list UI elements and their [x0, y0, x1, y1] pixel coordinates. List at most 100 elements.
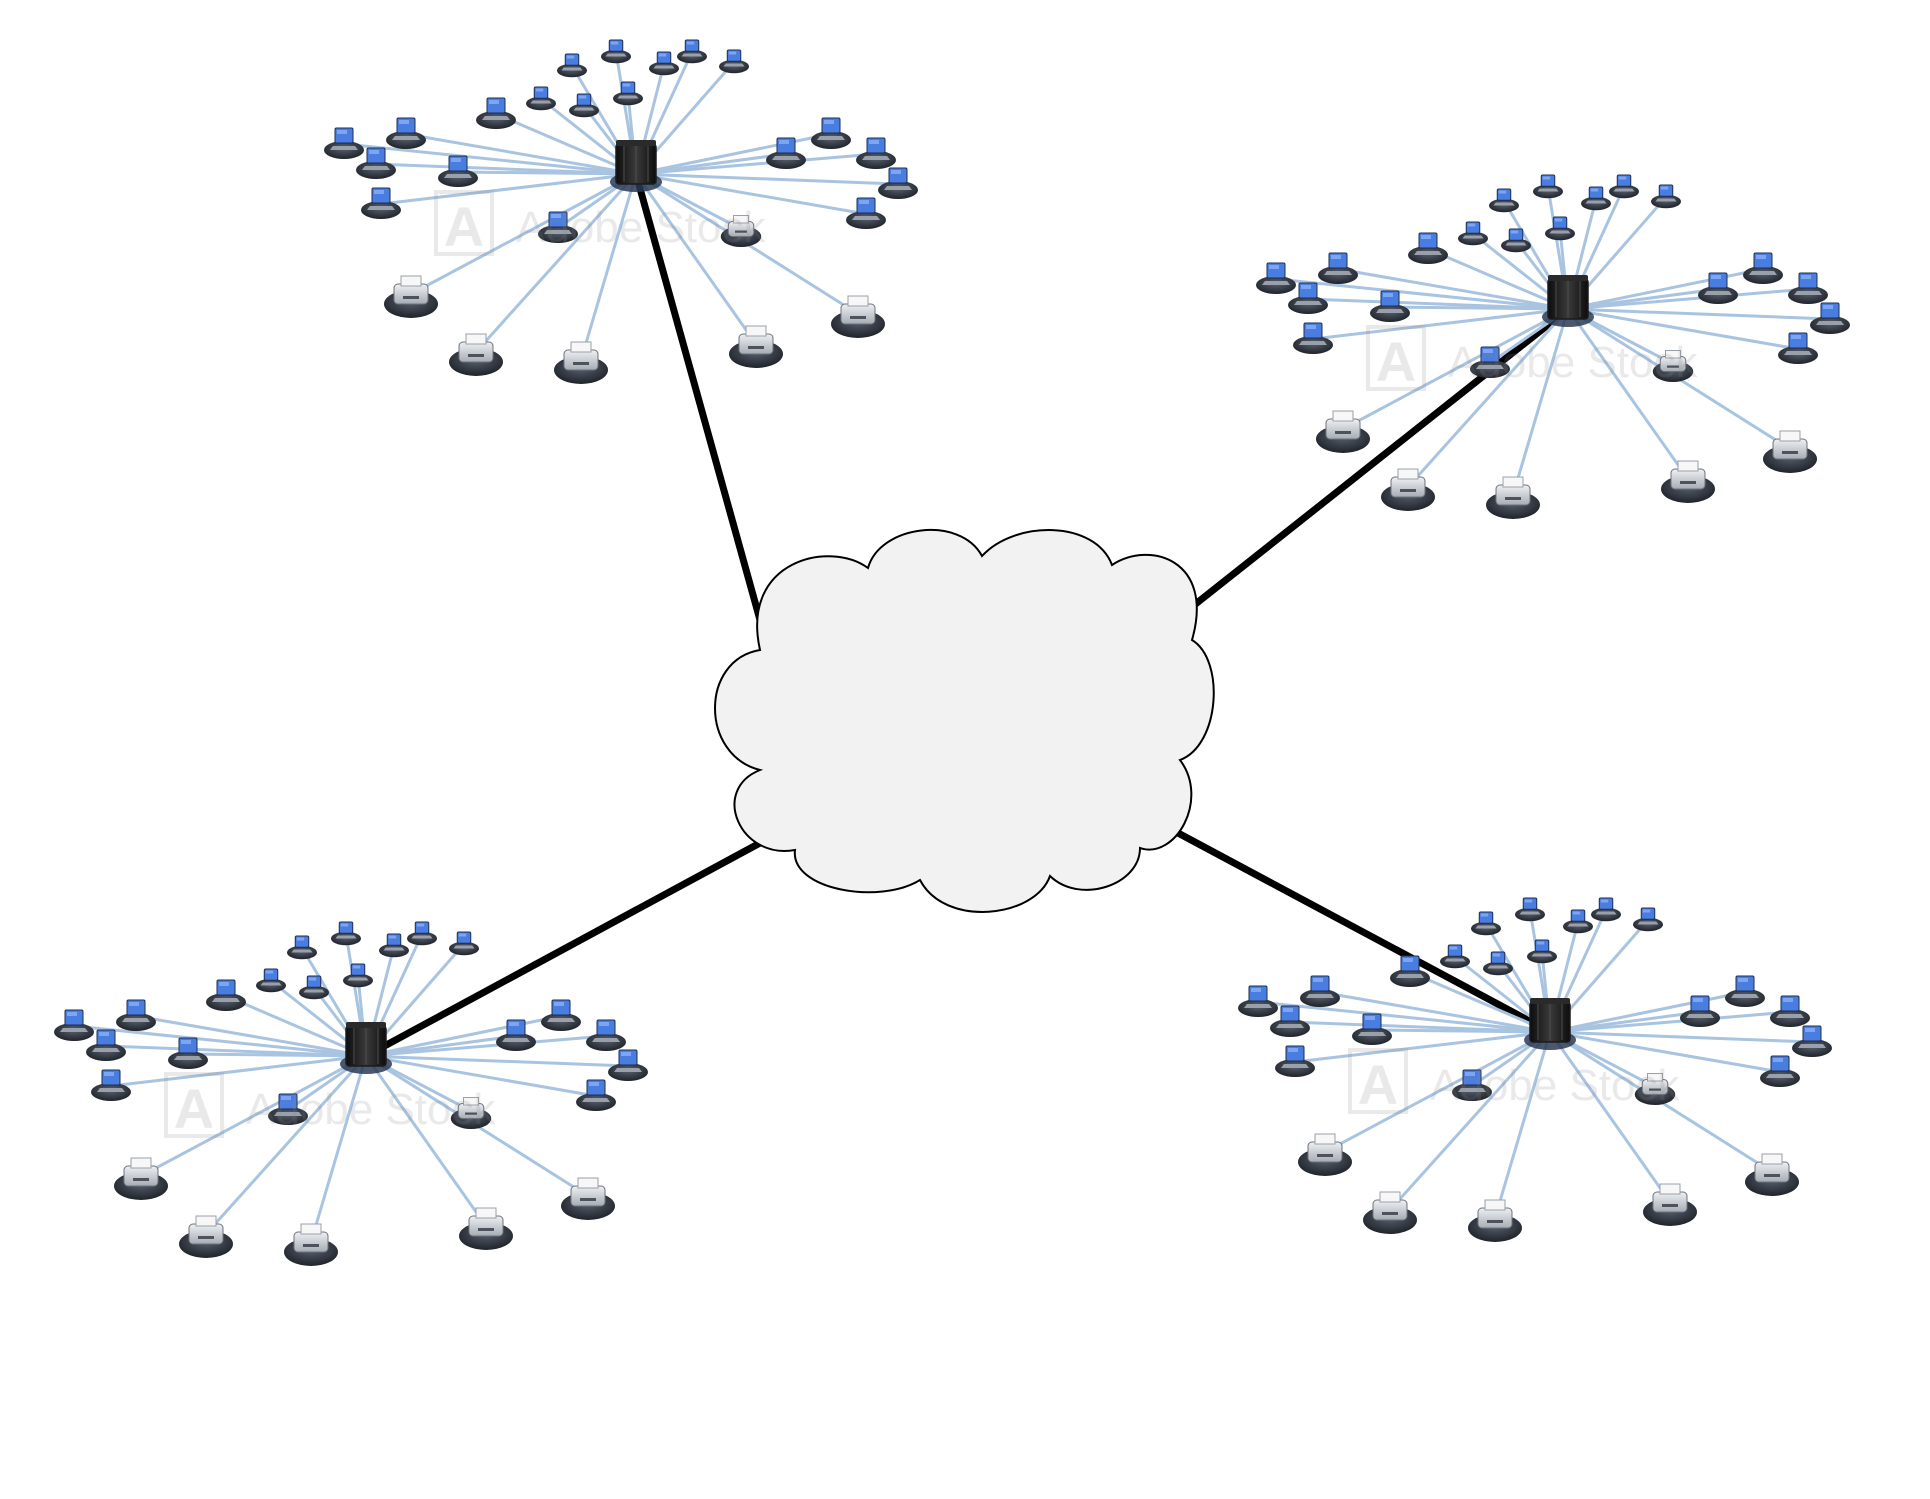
spoke-link: [365, 1034, 607, 1058]
spoke-link: [635, 172, 867, 216]
laptop-icon: [677, 39, 707, 64]
spoke-link: [1389, 305, 1569, 311]
spoke-link: [187, 1052, 367, 1058]
laptop-icon: [1370, 290, 1410, 322]
laptop-icon: [569, 93, 599, 118]
laptop-icon: [1778, 332, 1818, 364]
spoke-link: [1549, 1030, 1781, 1074]
trunk-links: [362, 170, 1572, 1060]
laptop-icon: [1725, 975, 1765, 1007]
printer-icon: [1298, 1133, 1352, 1176]
printer-icon: [1643, 1183, 1697, 1226]
cloud-shape: [714, 528, 1215, 913]
laptop-icon: [1609, 174, 1639, 199]
spoke-link: [1342, 307, 1569, 431]
spoke-link: [495, 112, 637, 176]
server-rack-icon: [1542, 275, 1594, 327]
laptop-icon: [1788, 272, 1828, 304]
laptop-icon: [407, 921, 437, 946]
laptop-icon: [299, 975, 329, 1000]
spoke-link: [380, 172, 637, 206]
printer-icon: [449, 333, 503, 376]
trunk-link: [632, 170, 769, 642]
laptop-icon: [386, 117, 426, 149]
spoke-link: [225, 994, 367, 1058]
laptop-icon: [586, 1019, 626, 1051]
laptop-icon: [878, 167, 918, 199]
laptop-icon: [86, 1029, 126, 1061]
spoke-link: [1549, 990, 1746, 1034]
laptop-icon: [1760, 1055, 1800, 1087]
laptop-icon: [256, 968, 286, 993]
spoke-link: [73, 1024, 367, 1058]
spoke-link: [1312, 307, 1569, 341]
spoke-link: [365, 1054, 597, 1098]
spoke-link: [1406, 307, 1570, 489]
spoke-link: [1324, 1030, 1551, 1154]
laptop-icon: [1452, 1069, 1492, 1101]
trunk-link: [1189, 305, 1572, 610]
laptop-icon: [1527, 939, 1557, 964]
spoke-link: [365, 1014, 562, 1058]
laptop-icon: [438, 155, 478, 187]
spoke-link: [1549, 1030, 1813, 1044]
laptop-icon: [1489, 188, 1519, 213]
laptop-icon: [1651, 184, 1681, 209]
spoke-link: [1549, 1010, 1791, 1034]
laptop-icon: [1680, 995, 1720, 1027]
laptop-icon: [1563, 909, 1593, 934]
laptop-icon: [766, 137, 806, 169]
devices: [324, 39, 918, 384]
laptop-icon: [379, 933, 409, 958]
spoke-link: [204, 1054, 368, 1236]
printer-icon: [1381, 468, 1435, 511]
laptop-icon: [613, 81, 643, 106]
printer-icon: [384, 275, 438, 318]
spoke-link: [140, 1054, 367, 1178]
watermark-text: Adobe Stock: [1448, 338, 1698, 387]
devices: [54, 921, 648, 1266]
spoke-link: [1275, 277, 1569, 311]
laptop-icon: [1288, 282, 1328, 314]
laptop-icon: [649, 51, 679, 76]
printer-icon: [1763, 430, 1817, 473]
watermark-text: Adobe Stock: [516, 203, 766, 252]
laptop-icon: [1390, 955, 1430, 987]
laptop-icon: [1471, 911, 1501, 936]
laptop-icon: [557, 53, 587, 78]
laptop-icon: [608, 1049, 648, 1081]
laptop-icon: [576, 1079, 616, 1111]
printer-icon: [450, 1097, 492, 1129]
laptop-icon: [1545, 216, 1575, 241]
clusters: [54, 39, 1850, 1266]
laptop-icon: [116, 999, 156, 1031]
laptop-icon: [91, 1069, 131, 1101]
laptop-icon: [1810, 302, 1850, 334]
cluster-top-right: [1256, 174, 1850, 519]
laptop-icon: [1275, 1045, 1315, 1077]
printer-icon: [1745, 1153, 1799, 1196]
spoke-link: [1493, 1031, 1552, 1219]
laptop-icon: [356, 147, 396, 179]
printer-icon: [1468, 1199, 1522, 1242]
watermark-text: Adobe Stock: [1430, 1061, 1680, 1110]
watermark-text: Adobe Stock: [246, 1085, 496, 1134]
printer-icon: [1634, 1073, 1676, 1105]
laptop-icon: [449, 931, 479, 956]
cloud-icon: [714, 528, 1215, 913]
printer-icon: [179, 1215, 233, 1258]
laptop-icon: [1318, 252, 1358, 284]
spoke-link: [1511, 308, 1570, 496]
cluster-top-left: [324, 39, 918, 384]
spoke-link: [410, 172, 637, 296]
spoke-link: [457, 170, 637, 176]
spoke-link: [365, 1054, 629, 1068]
printer-icon: [1316, 410, 1370, 453]
spoke-link: [474, 172, 638, 354]
printer-icon: [1486, 476, 1540, 519]
laptop-icon: [846, 197, 886, 229]
spoke-link: [634, 173, 758, 345]
